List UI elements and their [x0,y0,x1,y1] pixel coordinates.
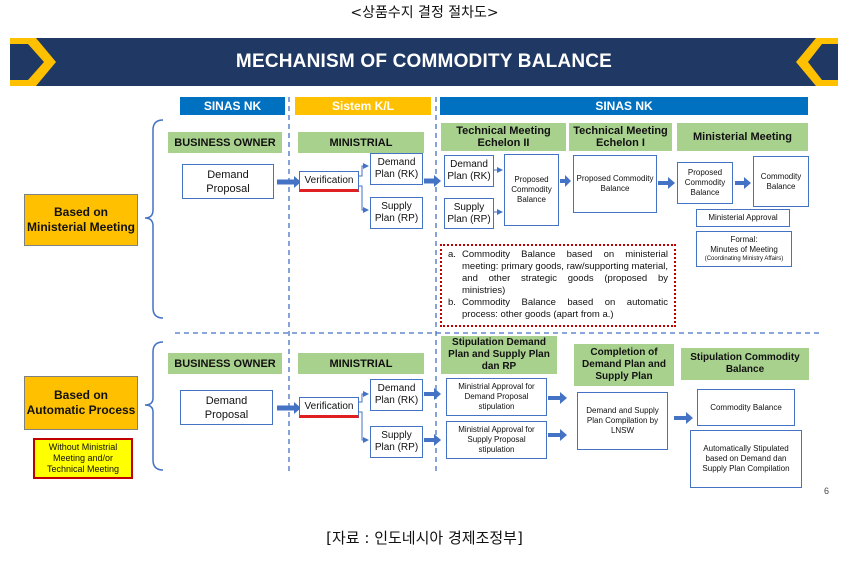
auto-commodity-balance-box: Commodity Balance [697,389,795,426]
tm2-supply-plan-box: Supply Plan (RP) [444,198,494,229]
coordinating-ministry-label: (Coordinating Ministry Affairs) [704,255,784,262]
ministerial-meeting-header: Ministerial Meeting [677,123,808,151]
tm2-demand-plan-box: Demand Plan (RK) [444,155,494,187]
formal-label: Formal: [730,234,758,244]
automatically-stipulated-box: Automatically Stipulated based on Demand… [690,430,802,488]
note-item-b-text: Commodity Balance based on automatic pro… [462,297,668,320]
column-header-sinas-nk-left: SINAS NK [180,97,285,115]
arrow-auto-verif-to-supplyplan [359,411,369,443]
ministrial-header: MINISTRIAL [298,132,424,153]
auto-demand-proposal-box: Demand Proposal [180,390,273,425]
column-header-sistem-kl: Sistem K/L [295,97,431,115]
page-number: 6 [824,486,830,496]
completion-demand-supply-header: Completion of Demand Plan and Supply Pla… [574,344,674,386]
minutes-of-meeting-label: Minutes of Meeting [710,244,778,254]
bottom-caption: [자료 : 인도네시아 경제조정부] [326,529,523,547]
note-item-b: b. Commodity Balance based on automatic … [448,297,668,321]
approval-supply-proposal-box: Ministrial Approval for Supply Proposal … [446,421,547,459]
arrow-auto-verif-to-demandplan [359,391,369,403]
note-item-b-label: b. [448,297,456,308]
business-owner-header: BUSINESS OWNER [168,132,282,153]
technical-meeting-echelon-1-header: Technical Meeting Echelon I [569,123,672,151]
ministerial-approval-box: Ministerial Approval [696,209,790,227]
stipulation-demand-supply-header: Stipulation Demand Plan and Supply Plan … [441,336,557,374]
auto-demand-plan-box: Demand Plan (RK) [370,379,423,411]
arrow-verif-to-demandplan [359,163,369,177]
label-based-on-automatic-process: Based on Automatic Process [24,376,138,430]
demand-proposal-box: Demand Proposal [182,164,274,199]
approval-demand-proposal-box: Ministrial Approval for Demand Proposal … [446,378,547,416]
top-caption: <상품수지 결정 절차도> [350,5,499,21]
banner-chevrons [10,38,838,86]
title-banner: MECHANISM OF COMMODITY BALANCE [10,38,838,86]
note-item-a-text: Commodity Balance based on ministerial m… [462,249,668,296]
auto-ministrial-header: MINISTRIAL [298,353,424,374]
formal-minutes-box: Formal: Minutes of Meeting (Coordinating… [696,231,792,267]
auto-verification-box: Verification [299,397,359,418]
tm1-proposed-commodity-balance-box: Proposed Commodity Balance [573,155,657,213]
technical-meeting-echelon-2-header: Technical Meeting Echelon II [441,123,566,151]
page-title: MECHANISM OF COMMODITY BALANCE [235,51,613,72]
mm-proposed-commodity-balance-box: Proposed Commodity Balance [677,162,733,204]
arrow-verif-to-supplyplan [359,185,369,213]
compilation-by-lnsw-box: Demand and Supply Plan Compilation by LN… [577,392,668,450]
commodity-balance-note: a. Commodity Balance based on ministeria… [440,244,676,327]
auto-business-owner-header: BUSINESS OWNER [168,353,282,374]
verification-box: Verification [299,171,359,192]
demand-plan-box: Demand Plan (RK) [370,153,423,185]
tm2-proposed-commodity-balance-box: Proposed Commodity Balance [504,154,559,226]
label-based-on-ministerial-meeting: Based on Ministerial Meeting [24,194,138,246]
banner-chevron-right-inner [808,44,838,80]
bracket-ministerial [144,119,164,319]
column-header-sinas-nk-right: SINAS NK [440,97,808,115]
auto-supply-plan-box: Supply Plan (RP) [370,426,423,458]
without-meeting-note: Without Ministrial Meeting and/or Techni… [33,438,133,479]
banner-chevron-left-inner [10,44,44,80]
bracket-automatic [144,341,164,471]
mm-commodity-balance-box: Commodity Balance [753,156,809,207]
note-item-a: a. Commodity Balance based on ministeria… [448,249,668,297]
supply-plan-box: Supply Plan (RP) [370,197,423,229]
stipulation-commodity-balance-header: Stipulation Commodity Balance [681,348,809,380]
note-item-a-label: a. [448,249,456,260]
